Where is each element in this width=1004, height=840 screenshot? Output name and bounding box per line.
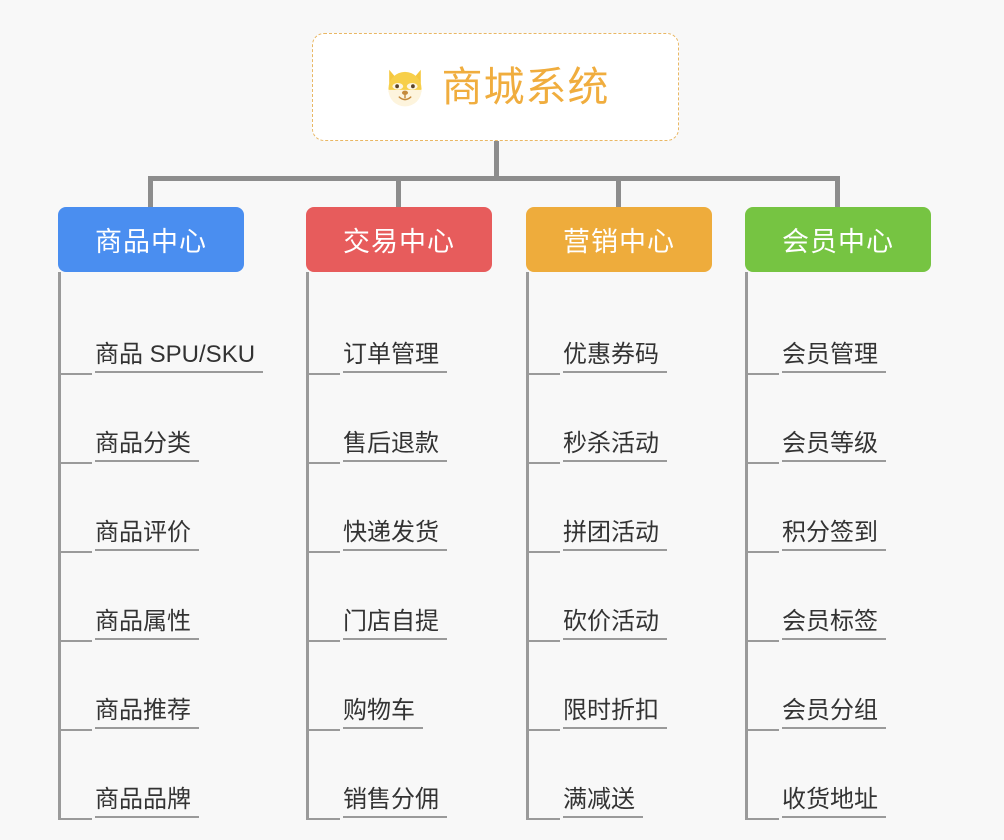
list-item[interactable]: 商品属性 xyxy=(58,553,244,642)
list-item[interactable]: 快递发货 xyxy=(306,464,492,553)
leaf-label: 门店自提 xyxy=(343,607,447,640)
list-item[interactable]: 商品 SPU/SKU xyxy=(58,286,264,375)
category-column-marketing: 营销中心 优惠券码 秒杀活动 拼团活动 砍价活动 限时折扣 满减送 xyxy=(526,207,712,820)
list-item[interactable]: 限时折扣 xyxy=(526,642,712,731)
leaf-label: 收货地址 xyxy=(782,785,886,818)
category-header-product[interactable]: 商品中心 xyxy=(58,207,244,272)
list-item[interactable]: 销售分佣 xyxy=(306,731,492,820)
category-column-member: 会员中心 会员管理 会员等级 积分签到 会员标签 会员分组 收货地址 xyxy=(745,207,931,820)
leaf-label: 商品属性 xyxy=(95,607,199,640)
category-header-label: 交易中心 xyxy=(343,227,455,257)
leaf-label: 会员标签 xyxy=(782,607,886,640)
leaf-label: 满减送 xyxy=(563,785,643,818)
list-item[interactable]: 优惠券码 xyxy=(526,286,712,375)
connector-drop-2 xyxy=(396,176,401,208)
list-item[interactable]: 收货地址 xyxy=(745,731,931,820)
leaf-label: 限时折扣 xyxy=(563,696,667,729)
list-item[interactable]: 满减送 xyxy=(526,731,712,820)
list-item[interactable]: 会员分组 xyxy=(745,642,931,731)
list-item[interactable]: 商品分类 xyxy=(58,375,244,464)
category-header-label: 商品中心 xyxy=(95,227,207,257)
list-item[interactable]: 秒杀活动 xyxy=(526,375,712,464)
list-item[interactable]: 会员管理 xyxy=(745,286,931,375)
connector-drop-3 xyxy=(616,176,621,208)
list-item[interactable]: 砍价活动 xyxy=(526,553,712,642)
leaf-label: 优惠券码 xyxy=(563,340,667,373)
leaf-label: 会员管理 xyxy=(782,340,886,373)
leaf-label: 销售分佣 xyxy=(343,785,447,818)
connector-root-stem xyxy=(494,141,499,179)
category-column-trade: 交易中心 订单管理 售后退款 快递发货 门店自提 购物车 销售分佣 xyxy=(306,207,492,820)
leaf-label: 商品 SPU/SKU xyxy=(95,340,264,373)
leaf-list-member: 会员管理 会员等级 积分签到 会员标签 会员分组 收货地址 xyxy=(745,272,931,820)
leaf-label: 会员等级 xyxy=(782,429,886,462)
shiba-dog-face-icon xyxy=(382,64,428,110)
leaf-list-trade: 订单管理 售后退款 快递发货 门店自提 购物车 销售分佣 xyxy=(306,272,492,820)
list-item[interactable]: 积分签到 xyxy=(745,464,931,553)
list-item[interactable]: 门店自提 xyxy=(306,553,492,642)
list-item[interactable]: 会员标签 xyxy=(745,553,931,642)
leaf-label: 拼团活动 xyxy=(563,518,667,551)
connector-drop-4 xyxy=(835,176,840,208)
leaf-list-product: 商品 SPU/SKU 商品分类 商品评价 商品属性 商品推荐 商品品牌 xyxy=(58,272,264,820)
root-node-mall-system[interactable]: 商城系统 xyxy=(312,33,679,141)
leaf-label: 快递发货 xyxy=(343,518,447,551)
root-node-title: 商城系统 xyxy=(441,63,610,110)
leaf-label: 秒杀活动 xyxy=(563,429,667,462)
leaf-list-marketing: 优惠券码 秒杀活动 拼团活动 砍价活动 限时折扣 满减送 xyxy=(526,272,712,820)
list-item[interactable]: 订单管理 xyxy=(306,286,492,375)
leaf-label: 砍价活动 xyxy=(563,607,667,640)
leaf-label: 售后退款 xyxy=(343,429,447,462)
list-item[interactable]: 商品推荐 xyxy=(58,642,244,731)
category-header-marketing[interactable]: 营销中心 xyxy=(526,207,712,272)
category-header-member[interactable]: 会员中心 xyxy=(745,207,931,272)
connector-drop-1 xyxy=(148,176,153,208)
leaf-label: 积分签到 xyxy=(782,518,886,551)
leaf-label: 商品品牌 xyxy=(95,785,199,818)
leaf-label: 购物车 xyxy=(343,696,423,729)
category-header-label: 营销中心 xyxy=(563,227,675,257)
category-header-label: 会员中心 xyxy=(782,227,894,257)
category-column-product: 商品中心 商品 SPU/SKU 商品分类 商品评价 商品属性 商品推荐 商品品牌 xyxy=(58,207,264,820)
list-item[interactable]: 售后退款 xyxy=(306,375,492,464)
connector-horizontal-bus xyxy=(148,176,840,181)
list-item[interactable]: 会员等级 xyxy=(745,375,931,464)
category-header-trade[interactable]: 交易中心 xyxy=(306,207,492,272)
list-item[interactable]: 拼团活动 xyxy=(526,464,712,553)
list-item[interactable]: 购物车 xyxy=(306,642,492,731)
leaf-label: 会员分组 xyxy=(782,696,886,729)
list-item[interactable]: 商品品牌 xyxy=(58,731,244,820)
leaf-label: 商品评价 xyxy=(95,518,199,551)
list-item[interactable]: 商品评价 xyxy=(58,464,244,553)
leaf-label: 商品推荐 xyxy=(95,696,199,729)
leaf-label: 商品分类 xyxy=(95,429,199,462)
leaf-label: 订单管理 xyxy=(343,340,447,373)
